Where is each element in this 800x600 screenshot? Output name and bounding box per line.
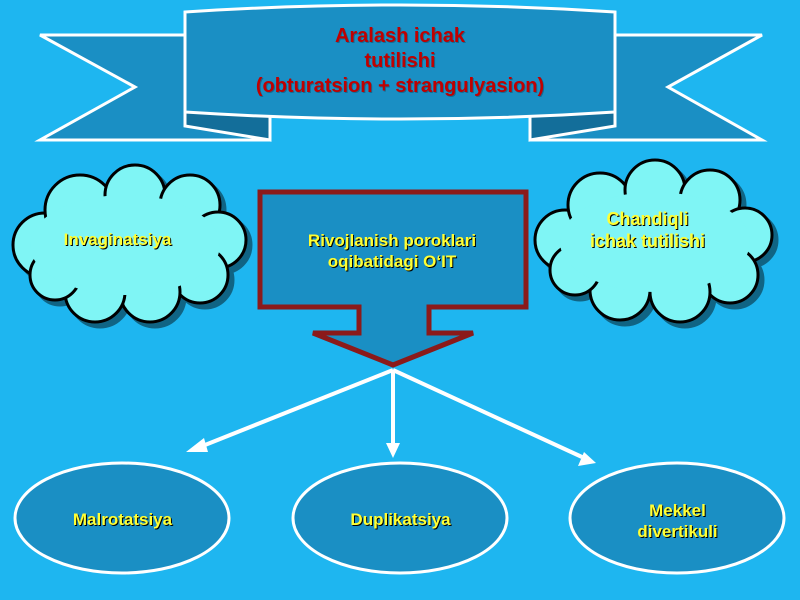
connector-arrows [186,368,596,466]
center-box-label: Rivojlanish poroklari oqibatidagi O‘IT [262,215,522,287]
center-box-line-1: Rivojlanish poroklari [307,230,477,250]
banner-title-line-1: Aralash ichak [334,24,466,47]
oval-left-shape [13,461,231,575]
oval-left-label: Malrotatsiya [30,500,215,540]
arrow-to-left-oval [199,368,394,449]
banner-title-line-3: (obturatsion + strangulyasion) [255,74,545,97]
oval-left-line-1: Malrotatsiya [72,510,173,530]
title-ribbon-banner [34,3,768,142]
cloud-right-line-2: ichak tutilishi [589,231,706,251]
banner-title-line-2: tutilishi [364,49,436,72]
cloud-right-line-1: Chandiqli [606,208,689,229]
arrowhead-right [578,452,596,466]
ribbon-main-panel [183,3,617,121]
arrow-to-right-oval [392,368,583,459]
oval-center-label: Duplikatsiya [308,500,493,540]
arrowhead-left [186,438,208,452]
center-box-line-2: oqibatidagi O‘IT [327,252,457,271]
arrowhead-center [386,443,400,458]
oval-center-shape [291,461,509,575]
oval-right-label: Mekkel divertikuli [585,495,770,547]
cloud-left-label: Invaginatsiya [30,220,205,260]
oval-center-line-1: Duplikatsiya [350,510,451,530]
cloud-right-shape [533,158,774,324]
banner-title: Aralash ichak tutilishi (obturatsion + s… [200,18,600,104]
cloud-left-shape [11,163,248,324]
oval-right-shape [568,461,786,575]
oval-right-line-1: Mekkel [649,500,706,520]
cloud-left-line-1: Invaginatsiya [63,230,172,250]
cloud-right-label: Chandiqli ichak tutilishi [555,200,740,260]
center-down-arrow-box [257,189,529,368]
oval-right-line-2: divertikuli [637,522,718,541]
